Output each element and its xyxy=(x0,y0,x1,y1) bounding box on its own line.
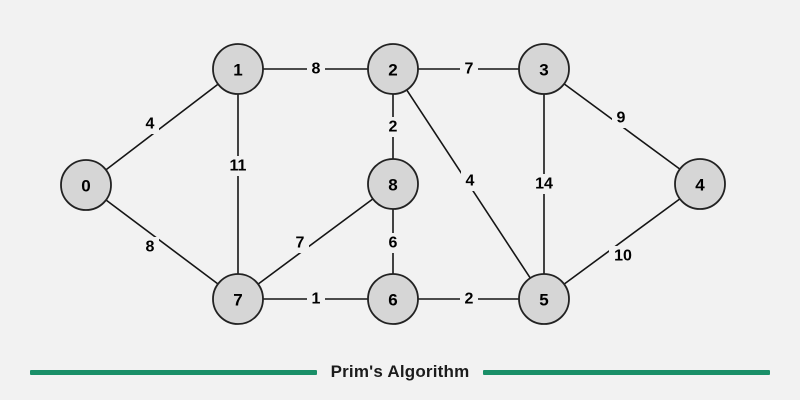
node-label: 6 xyxy=(388,291,397,310)
edge-weight-backdrop xyxy=(384,233,402,253)
graph-node-1[interactable]: 1 xyxy=(212,43,264,95)
edge-weight-backdrop xyxy=(307,59,325,79)
edge-weight-label: 2 xyxy=(389,119,398,136)
edge-weight-backdrop xyxy=(461,171,479,191)
node-circle[interactable] xyxy=(60,159,112,211)
edge-weight-label: 2 xyxy=(465,291,474,308)
edge-weight-label: 6 xyxy=(389,235,398,252)
edge-weight: 7 xyxy=(460,59,478,79)
graph-node-0[interactable]: 0 xyxy=(60,159,112,211)
edge-weight-backdrop xyxy=(609,246,637,266)
edge-weight: 4 xyxy=(461,171,479,191)
graph-node-2[interactable]: 2 xyxy=(367,43,419,95)
node-label: 5 xyxy=(539,291,548,310)
edge-weight-backdrop xyxy=(141,114,159,134)
node-label: 7 xyxy=(233,291,242,310)
node-label: 2 xyxy=(388,61,397,80)
graph-node-4[interactable]: 4 xyxy=(674,158,726,210)
edge-weight-label: 11 xyxy=(230,158,247,175)
footer-caption: Prim's Algorithm xyxy=(0,362,800,382)
graph-node-5[interactable]: 5 xyxy=(518,273,570,325)
edge-weight-label: 10 xyxy=(614,248,632,265)
edge-weight: 7 xyxy=(291,233,309,253)
edge-weight-backdrop xyxy=(291,233,309,253)
edge-weight-backdrop xyxy=(460,59,478,79)
edge-weight-backdrop xyxy=(224,156,252,176)
edge-weight-label: 14 xyxy=(535,176,553,193)
edge-weight-backdrop xyxy=(530,174,558,194)
edge-weight-label: 7 xyxy=(296,235,305,252)
nodes-layer: 0 1 2 3 4 5 6 7 8 xyxy=(60,43,726,325)
edge-weight-backdrop xyxy=(460,289,478,309)
edge-weight: 1 xyxy=(307,289,325,309)
edge-weight: 8 xyxy=(141,237,159,257)
edge-weight-label: 8 xyxy=(312,61,321,78)
edge-weight-label: 4 xyxy=(466,173,475,190)
edge-weight: 2 xyxy=(460,289,478,309)
edge-weight: 9 xyxy=(612,108,630,128)
graph-edge xyxy=(563,198,681,285)
edge-weight: 6 xyxy=(384,233,402,253)
edge-weight-label: 1 xyxy=(312,291,321,308)
node-circle[interactable] xyxy=(518,273,570,325)
node-circle[interactable] xyxy=(367,43,419,95)
edge-weights-layer: 4 8 8 11 7 2 4 9 14 10 2 1 6 7 xyxy=(141,59,637,309)
node-label: 0 xyxy=(81,177,90,196)
edge-weight-label: 4 xyxy=(146,116,155,133)
node-label: 1 xyxy=(233,61,242,80)
edge-weight: 10 xyxy=(609,246,637,266)
graph-edge xyxy=(105,199,219,285)
edge-weight: 11 xyxy=(224,156,252,176)
edge-weight-label: 7 xyxy=(465,61,474,78)
edge-weight-label: 8 xyxy=(146,239,155,256)
node-circle[interactable] xyxy=(518,43,570,95)
node-circle[interactable] xyxy=(367,273,419,325)
graph-edge xyxy=(257,198,374,285)
node-circle[interactable] xyxy=(212,43,264,95)
node-label: 4 xyxy=(695,176,705,195)
node-label: 3 xyxy=(539,61,548,80)
edge-weight-backdrop xyxy=(141,237,159,257)
graph-node-7[interactable]: 7 xyxy=(212,273,264,325)
edge-weight-backdrop xyxy=(612,108,630,128)
node-label: 8 xyxy=(388,176,397,195)
node-circle[interactable] xyxy=(212,273,264,325)
edge-weight-backdrop xyxy=(384,117,402,137)
footer-rule-left xyxy=(30,369,317,375)
node-circle[interactable] xyxy=(367,158,419,210)
node-circle[interactable] xyxy=(674,158,726,210)
edge-weight: 2 xyxy=(384,117,402,137)
edge-weight-backdrop xyxy=(307,289,325,309)
edge-weight: 14 xyxy=(530,174,558,194)
graph-node-6[interactable]: 6 xyxy=(367,273,419,325)
graph-edge xyxy=(105,83,219,171)
edge-weight: 8 xyxy=(307,59,325,79)
graph-node-8[interactable]: 8 xyxy=(367,158,419,210)
footer-rule-right xyxy=(483,369,771,375)
graph-node-3[interactable]: 3 xyxy=(518,43,570,95)
edge-weight-label: 9 xyxy=(617,110,626,127)
edge-weight: 4 xyxy=(141,114,159,134)
footer-title: Prim's Algorithm xyxy=(330,362,470,381)
